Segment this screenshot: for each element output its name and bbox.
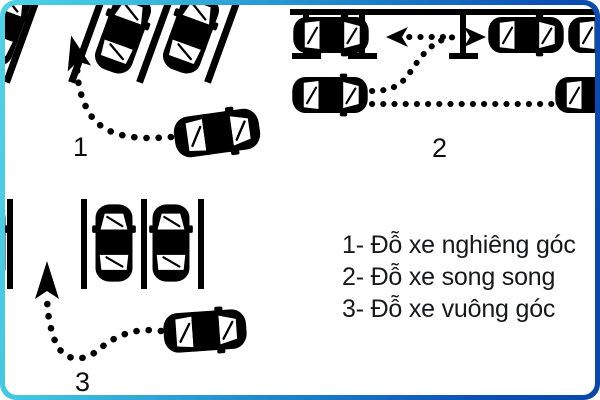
maneuver-path — [73, 59, 175, 142]
direction-arrow-icon — [35, 261, 59, 299]
curb-bar — [290, 9, 595, 15]
approaching-car — [554, 72, 595, 118]
parking-stripe — [81, 199, 87, 289]
panel-angled-parking — [5, 5, 264, 165]
parking-stripe — [136, 5, 179, 84]
parking-stripe — [5, 5, 46, 84]
parked-car — [148, 203, 194, 283]
panel-parallel-parking — [290, 9, 595, 118]
curb-marker — [449, 9, 478, 59]
panel-perpendicular-parking — [5, 199, 250, 362]
panel-number-3: 3 — [75, 367, 91, 396]
maneuver-path — [43, 291, 165, 362]
arrow-left-icon — [386, 27, 408, 47]
parked-car — [487, 12, 565, 58]
parked-car — [567, 12, 595, 58]
panel-number-1: 1 — [73, 132, 89, 162]
maneuver-path — [369, 34, 461, 94]
approaching-car — [160, 303, 250, 359]
parking-stripe — [7, 199, 13, 289]
parking-stripe — [141, 199, 147, 289]
parking-stripe — [204, 5, 247, 84]
legend-item-1: 1- Đỗ xe nghiêng góc — [342, 231, 576, 259]
approaching-car — [291, 72, 369, 118]
parking-stripe — [198, 199, 204, 289]
legend: 1- Đỗ xe nghiêng góc 2- Đỗ xe song song … — [342, 229, 595, 325]
panel-number-2: 2 — [432, 133, 448, 163]
legend-item-3: 3- Đỗ xe vuông góc — [342, 295, 556, 323]
diagram-canvas: 1 — [5, 5, 595, 395]
approaching-car — [170, 101, 264, 165]
legend-item-2: 2- Đỗ xe song song — [342, 263, 556, 291]
arrow-right-icon — [464, 27, 486, 47]
parked-car — [292, 12, 370, 58]
parked-car — [91, 203, 137, 283]
direction-arrow-icon — [67, 35, 91, 72]
